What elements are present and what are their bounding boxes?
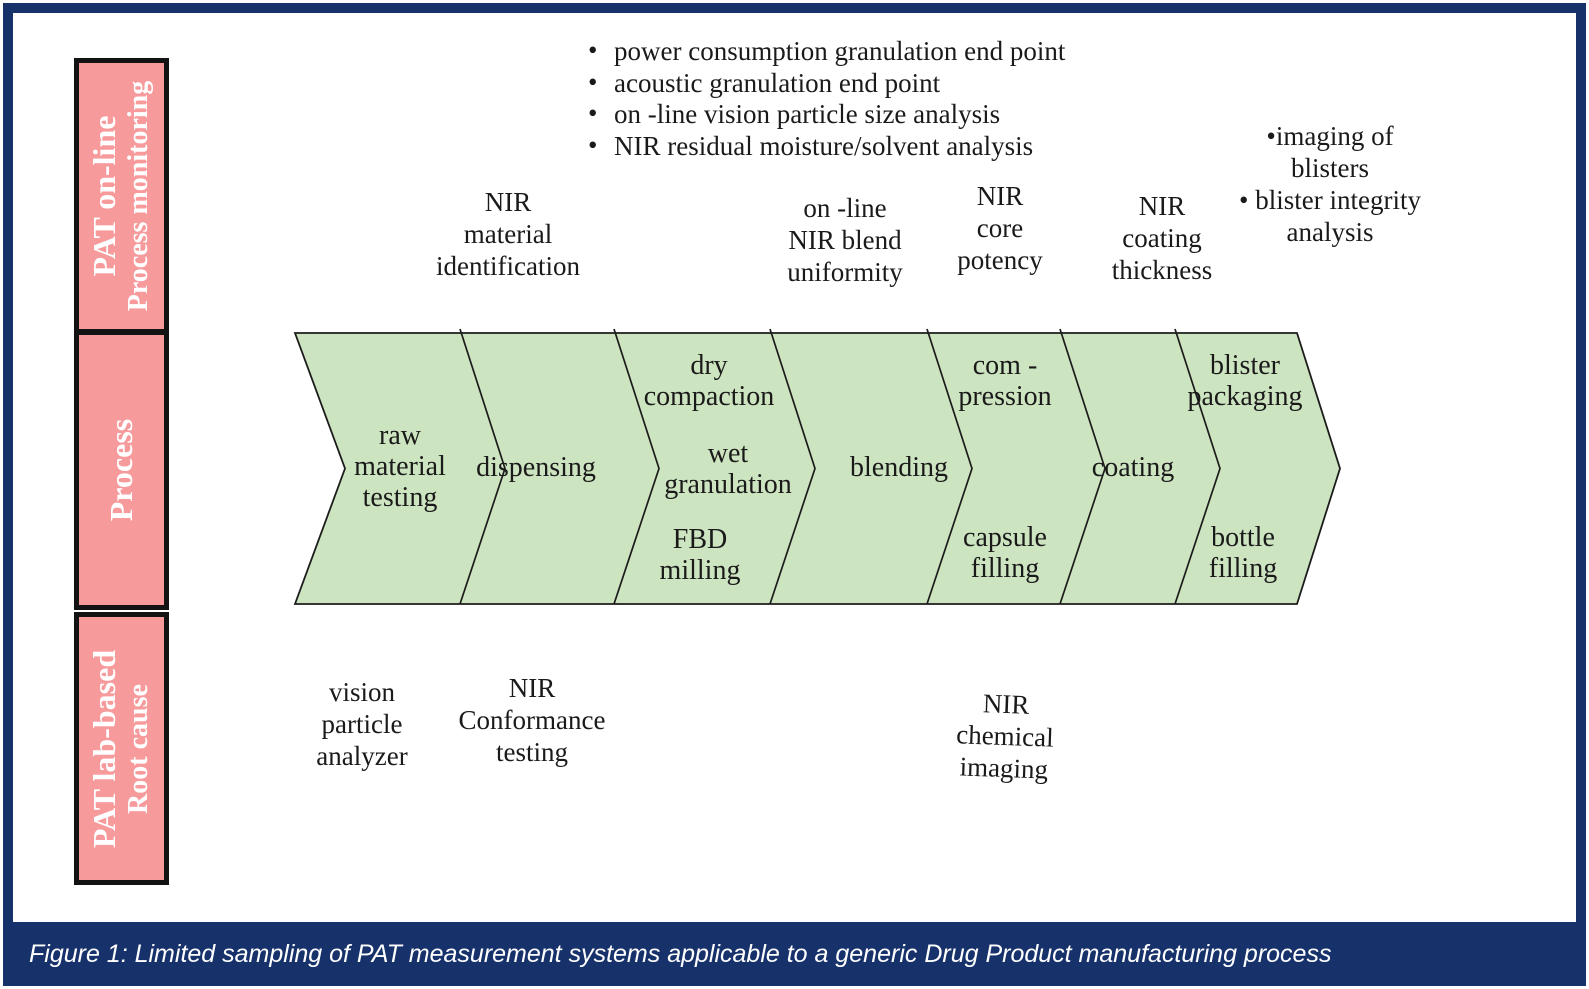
stage-line: filling [1208, 553, 1278, 584]
label-line: vision [328, 677, 395, 707]
label-line: core [976, 213, 1024, 243]
sidebar-label-line: Process [103, 418, 140, 522]
stage-line: blending [850, 452, 948, 483]
label-nir-conformance-testing: NIR Conformance testing [432, 672, 632, 768]
stage-raw-material-testing: raw material testing [315, 420, 485, 513]
bullet-item: on -line vision particle size analysis [586, 98, 1056, 131]
label-nir-material-identification: NIR material identification [398, 186, 618, 282]
sidebar-label-line: PAT on-line [86, 115, 123, 277]
label-line: NIR [1138, 191, 1186, 221]
label-line: on -line [803, 193, 887, 223]
label-line: testing [496, 737, 568, 767]
chevron-divider [1174, 328, 1221, 605]
label-blister-inspection-bullets: imaging of blisters blister integrity an… [1215, 120, 1445, 248]
label-line: thickness [1111, 255, 1213, 285]
stage-dispensing: dispensing [446, 452, 626, 483]
sidebar-label-pat-online: PAT on-line Process monitoring [87, 81, 157, 311]
bullet-item: NIR residual moisture/solvent analysis [586, 130, 1056, 163]
sidebar-label-pat-lab: PAT lab-based Root cause [87, 649, 157, 847]
online-monitoring-bullet-list: power consumption granulation end point … [586, 35, 1065, 163]
stage-blending: blending [819, 452, 979, 483]
label-line: potency [957, 245, 1043, 275]
bullet-item-wrap: blisters [1291, 153, 1369, 183]
label-line: particle [321, 709, 403, 739]
stage-line: coating [1091, 452, 1175, 483]
label-line: imaging [959, 751, 1049, 785]
label-nir-chemical-imaging: NIR chemical imaging [913, 685, 1096, 787]
label-online-nir-blend-uniformity: on -line NIR blend uniformity [745, 192, 945, 288]
label-line: coating [1122, 223, 1202, 253]
bullet-item: blister integrity [1215, 184, 1445, 216]
stage-line: material [354, 451, 446, 482]
stage-line: packaging [1187, 381, 1303, 412]
stage-dry-compaction: dry compaction [614, 350, 804, 412]
sidebar-label-line: Root cause [123, 683, 155, 814]
stage-line: wet [707, 438, 749, 469]
stage-line: FBD [672, 524, 728, 555]
stage-line: capsule [963, 522, 1047, 553]
chevron-divider [1059, 328, 1106, 605]
label-line: analyzer [316, 741, 408, 771]
label-line: Conformance [458, 705, 606, 735]
sidebar-label-process: Process [104, 419, 140, 521]
sidebar-box-pat-online: PAT on-line Process monitoring [74, 58, 169, 334]
chevron-divider [459, 328, 506, 605]
label-line: uniformity [787, 257, 903, 287]
label-nir-core-potency: NIR core potency [920, 180, 1080, 276]
sidebar-box-process: Process [74, 330, 169, 610]
stage-line: blister [1210, 350, 1280, 381]
label-line: NIR [508, 673, 556, 703]
label-line: NIR [484, 187, 532, 217]
stage-line: testing [362, 482, 438, 513]
sidebar-label-line: Process monitoring [123, 80, 155, 312]
stage-line: granulation [664, 469, 792, 500]
stage-bottle-filling: bottle filling [1163, 522, 1323, 584]
stage-line: com - [972, 350, 1038, 381]
chevron-divider [769, 328, 816, 605]
stage-wet-granulation: wet granulation [628, 438, 828, 500]
chevron-divider [926, 328, 973, 605]
chevron-divider [613, 328, 660, 605]
label-line: NIR blend [788, 225, 902, 255]
stage-compression: com - pression [925, 350, 1085, 412]
sidebar-box-pat-lab: PAT lab-based Root cause [74, 612, 169, 885]
stage-line: raw [379, 420, 421, 451]
bullet-item: power consumption granulation end point [586, 35, 1065, 68]
stage-line: filling [970, 553, 1040, 584]
stage-coating: coating [1053, 452, 1213, 483]
chevron-band-shape [293, 332, 1341, 605]
figure-caption-text: Figure 1: Limited sampling of PAT measur… [29, 939, 1332, 968]
sidebar-label-line: PAT lab-based [86, 649, 123, 848]
label-vision-particle-analyzer: vision particle analyzer [277, 676, 447, 772]
stage-line: milling [659, 555, 741, 586]
bullet-item: acoustic granulation end point [586, 67, 1056, 100]
bullet-item: imaging of [1215, 120, 1445, 152]
label-line: identification [436, 251, 580, 281]
stage-line: bottle [1211, 522, 1275, 553]
stage-blister-packaging: blister packaging [1155, 350, 1335, 412]
figure-caption-bar: Figure 1: Limited sampling of PAT measur… [3, 922, 1586, 986]
bullet-item-wrap: analysis [1286, 217, 1374, 247]
stage-line: pression [958, 381, 1052, 412]
stage-fbd-milling: FBD milling [620, 524, 780, 586]
label-nir-coating-thickness: NIR coating thickness [1072, 190, 1252, 286]
label-line: material [463, 219, 553, 249]
label-line: NIR [976, 181, 1024, 211]
stage-capsule-filling: capsule filling [925, 522, 1085, 584]
stage-line: dry [690, 350, 728, 381]
stage-line: dispensing [476, 452, 596, 483]
stage-line: compaction [643, 381, 775, 412]
